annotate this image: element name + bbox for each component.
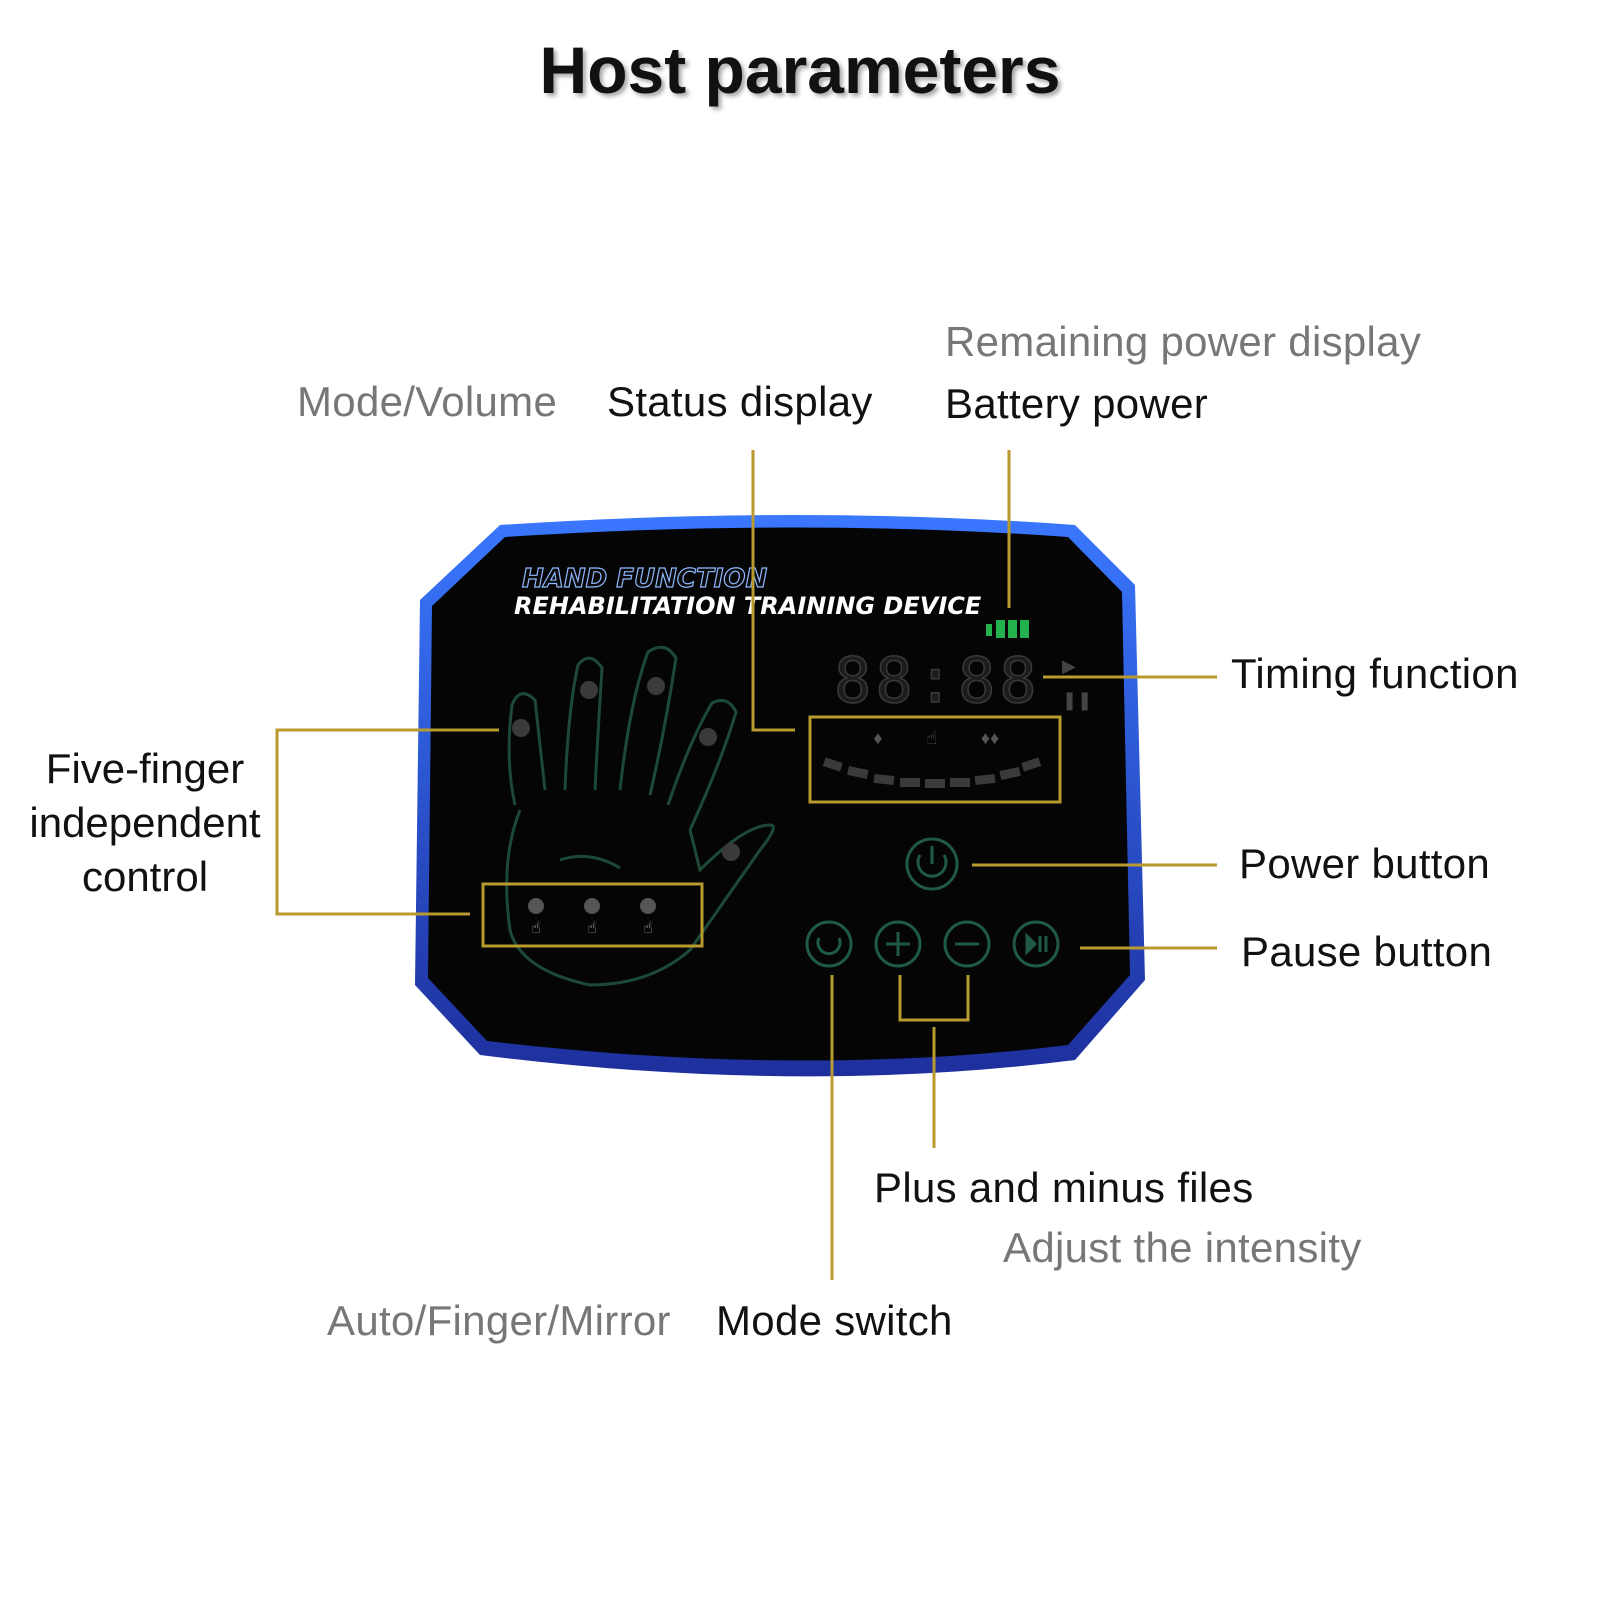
five-finger-label: Five-finger independent control: [0, 742, 290, 904]
status-display-segments: ♦ ☝ ♦♦: [822, 728, 1042, 788]
five-finger-line2: independent: [29, 799, 261, 846]
finger-indicators: ☝ ☝ ☝: [528, 898, 656, 937]
plus-minus-label: Plus and minus files: [874, 1164, 1254, 1211]
timer-display: 88:88: [834, 644, 1041, 717]
pause-button-label: Pause button: [1241, 928, 1493, 975]
play-pause-icon[interactable]: [1012, 920, 1060, 968]
svg-text:☝: ☝: [587, 920, 597, 937]
status-display-label: Status display: [607, 378, 873, 425]
battery-icon: [986, 620, 1029, 638]
remaining-power-label: Remaining power display: [945, 318, 1422, 365]
adjust-intensity-label: Adjust the intensity: [1003, 1224, 1362, 1271]
page-title: Host parameters: [539, 33, 1061, 107]
power-icon[interactable]: [905, 837, 959, 891]
mode-cycle-icon[interactable]: [805, 920, 853, 968]
svg-text:♦: ♦: [873, 728, 882, 748]
minus-icon[interactable]: [943, 920, 991, 968]
finger-indicator-box: [481, 882, 704, 948]
five-finger-line3: control: [81, 853, 209, 900]
svg-text:☝: ☝: [643, 920, 653, 937]
svg-text:☝: ☝: [927, 728, 938, 748]
brand-line1: HAND FUNCTION: [522, 564, 768, 594]
power-button-label: Power button: [1239, 840, 1491, 887]
status-display-box: [808, 715, 1062, 804]
plus-icon[interactable]: [874, 920, 922, 968]
hand-outline-icon: [505, 645, 775, 987]
leader-lines: [275, 450, 1217, 1280]
battery-power-label: Battery power: [945, 380, 1209, 427]
svg-text:♦♦: ♦♦: [981, 728, 999, 748]
mode-volume-label: Mode/Volume: [297, 378, 558, 425]
mode-switch-label: Mode switch: [716, 1297, 953, 1344]
auto-finger-mirror-label: Auto/Finger/Mirror: [327, 1297, 671, 1344]
svg-text:☝: ☝: [531, 920, 541, 937]
pause-icon: ❚❚: [1062, 690, 1092, 711]
timing-function-label: Timing function: [1231, 650, 1519, 697]
play-icon: ▶: [1062, 656, 1076, 676]
brand-line2: REHABILITATION TRAINING DEVICE: [514, 592, 982, 620]
five-finger-line1: Five-finger: [45, 745, 245, 792]
